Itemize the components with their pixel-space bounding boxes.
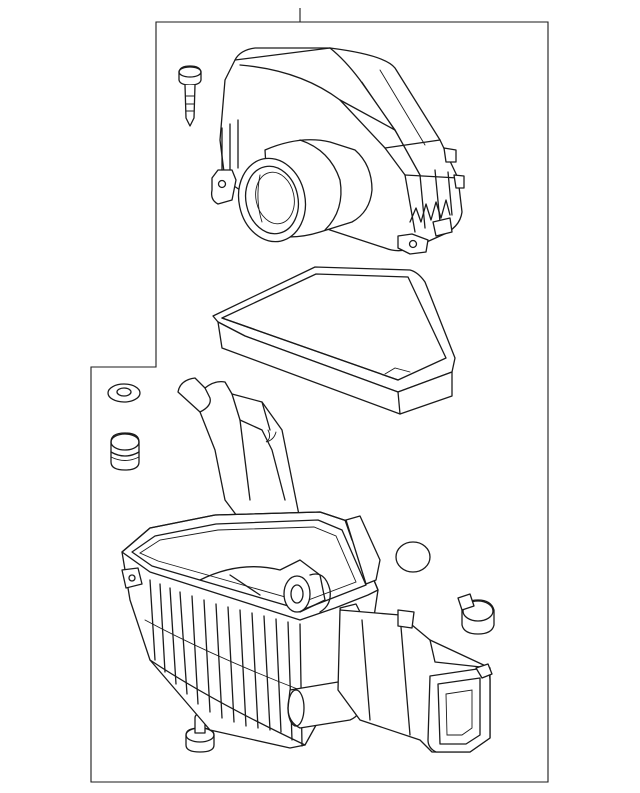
assembly-frame xyxy=(90,21,549,783)
rubber-grommet xyxy=(110,432,140,471)
housing-lower-with-duct xyxy=(121,377,493,753)
filter-element xyxy=(212,266,456,415)
washer-ring xyxy=(107,383,141,403)
push-in-plug xyxy=(457,593,495,635)
housing-cover xyxy=(210,47,465,255)
round-plug xyxy=(395,541,431,573)
cover-bolt xyxy=(178,65,202,127)
